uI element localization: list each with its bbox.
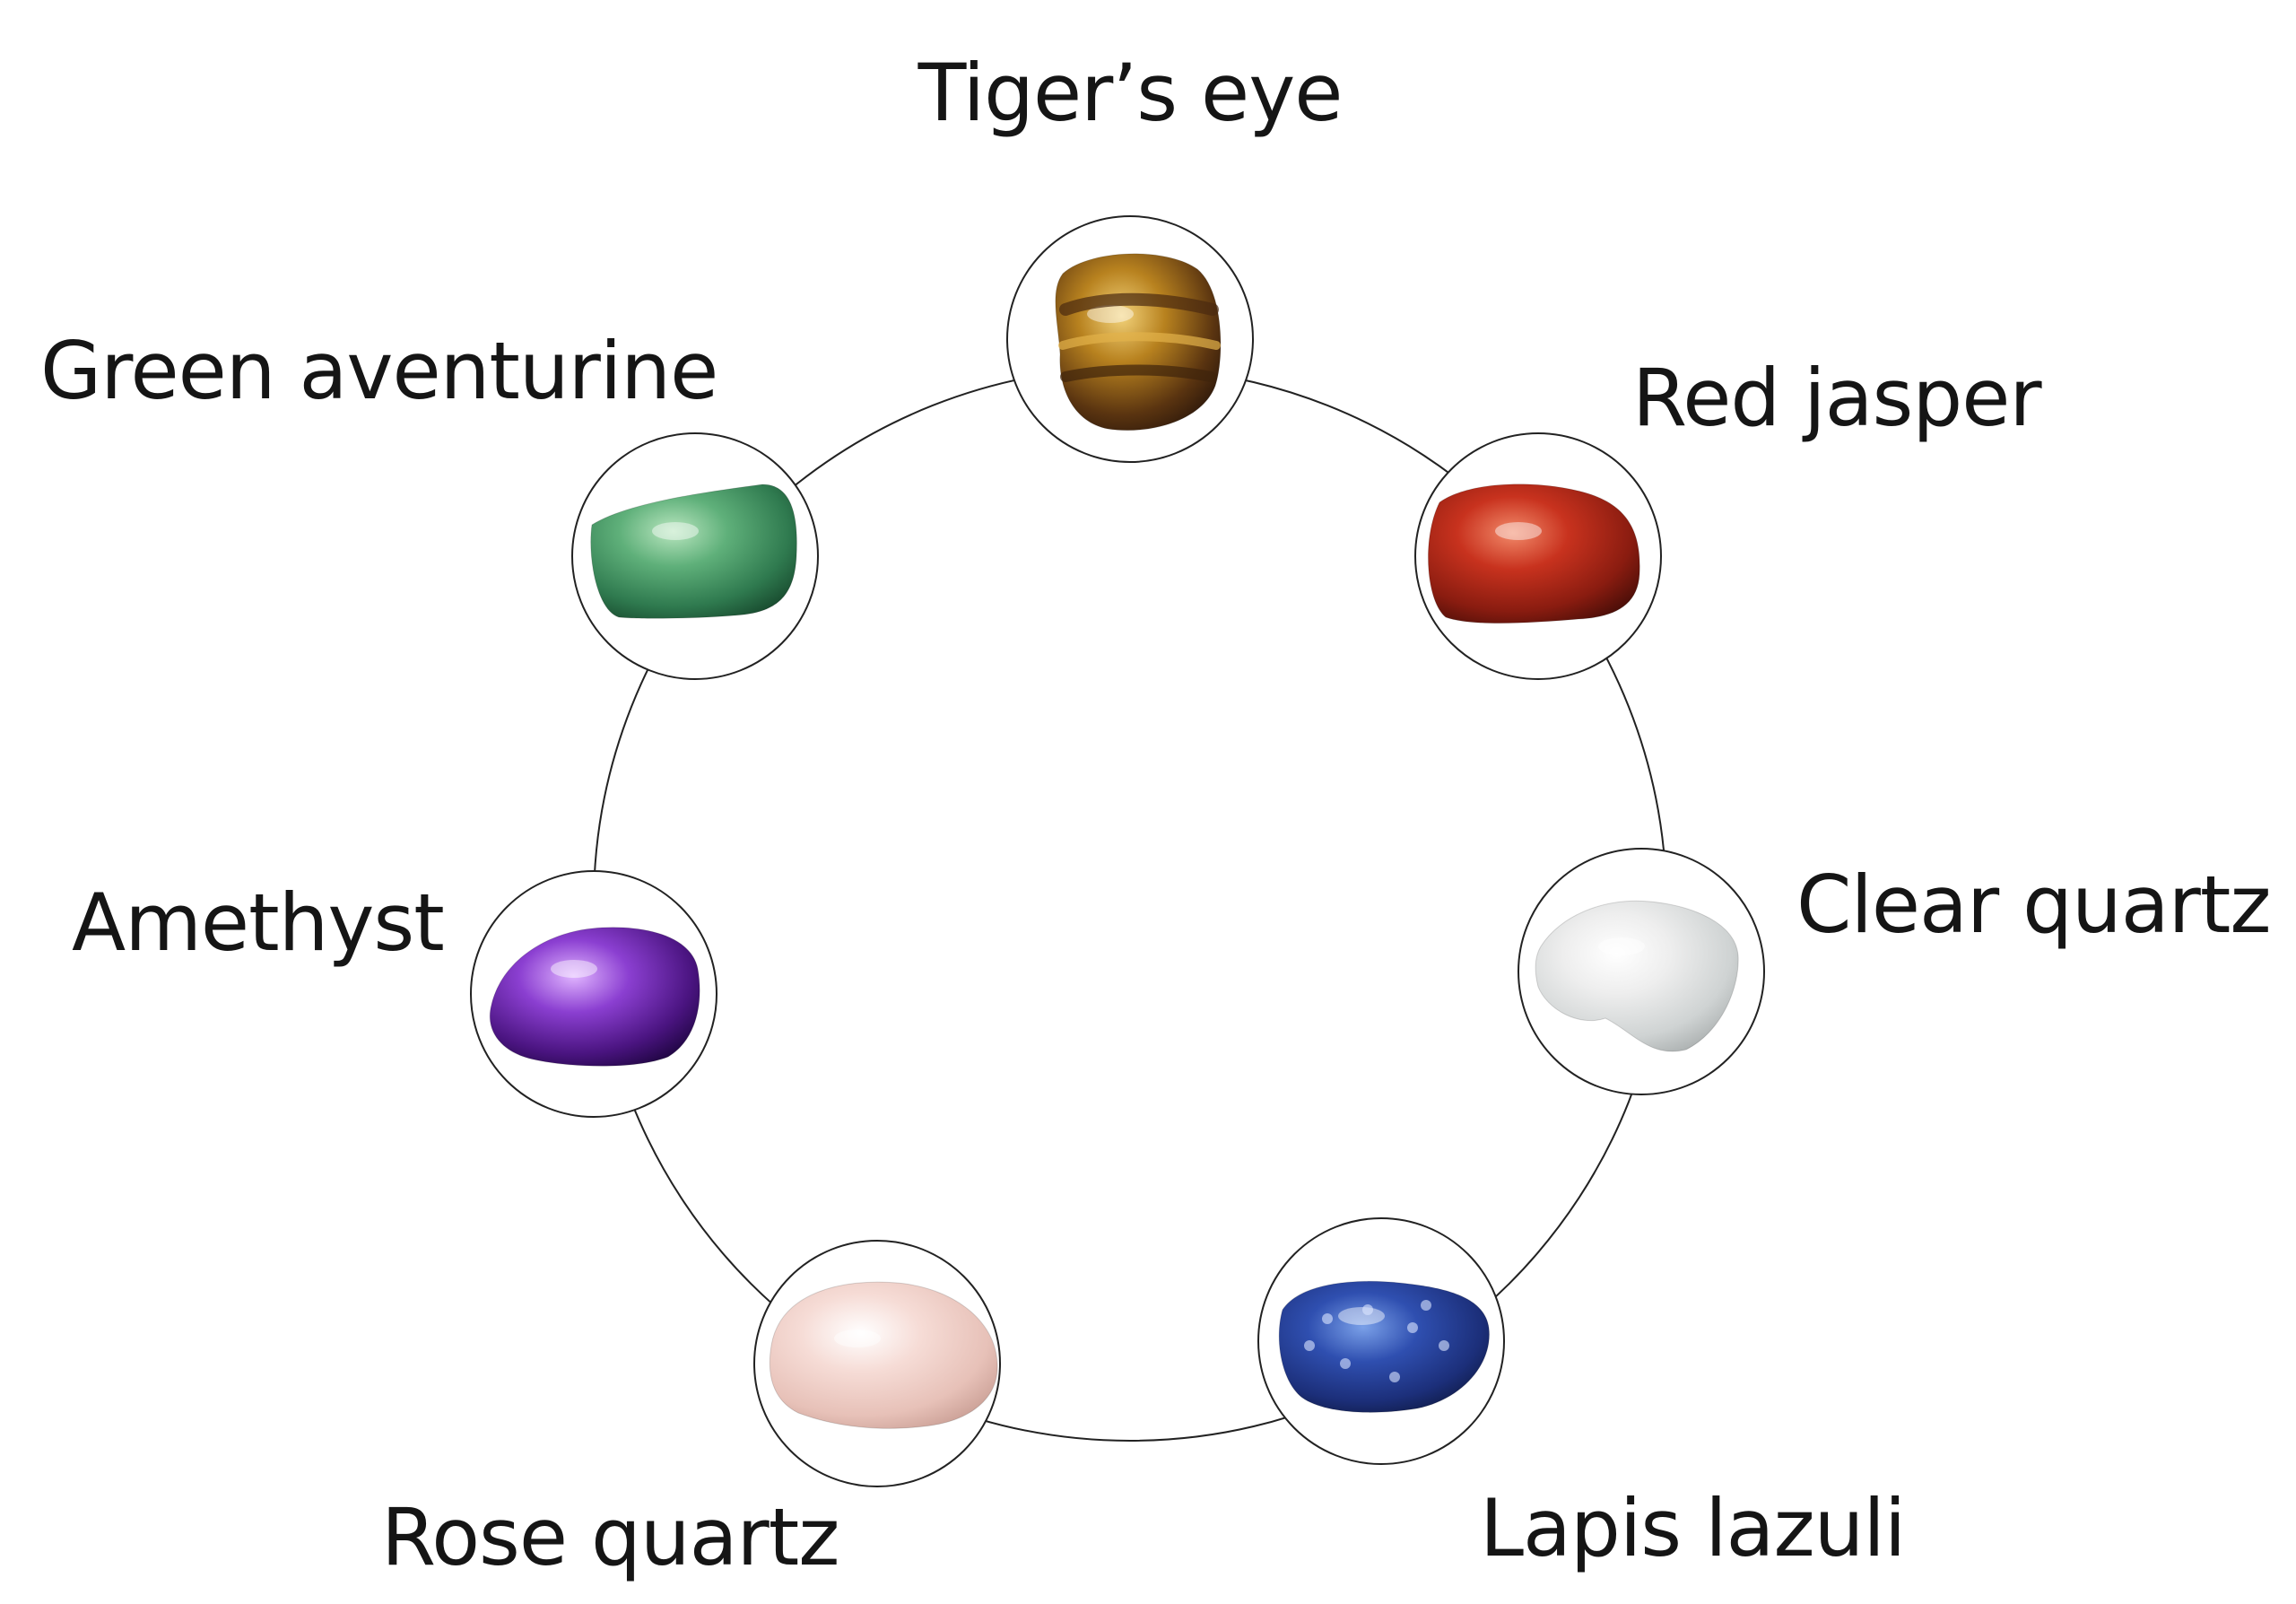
- lapis-fleck: [1362, 1304, 1373, 1315]
- stone-image-clear-quartz: [1535, 900, 1739, 1052]
- stone-highlight-tigers-eye: [1087, 305, 1134, 323]
- stone-image-lapis-lazuli: [1278, 1280, 1490, 1413]
- lapis-fleck: [1322, 1313, 1333, 1324]
- lapis-fleck: [1304, 1340, 1315, 1351]
- label-clear-quartz: Clear quartz: [1796, 859, 2272, 951]
- stone-highlight-amethyst: [551, 960, 597, 978]
- stone-image-green-aventurine: [590, 484, 797, 619]
- lapis-fleck: [1389, 1372, 1400, 1382]
- stone-highlight-clear-quartz: [1598, 937, 1645, 955]
- label-green-aventurine: Green aventurine: [40, 325, 718, 417]
- stone-highlight-rose-quartz: [834, 1329, 881, 1347]
- lapis-fleck: [1439, 1340, 1449, 1351]
- stone-highlight-red-jasper: [1495, 522, 1542, 540]
- stone-image-rose-quartz: [769, 1281, 998, 1429]
- stone-highlight-lapis-lazuli: [1338, 1307, 1385, 1325]
- label-red-jasper: Red jasper: [1632, 352, 2042, 444]
- lapis-fleck: [1340, 1358, 1351, 1369]
- tigers-eye-band-3: [1060, 364, 1216, 382]
- stone-image-red-jasper: [1427, 484, 1640, 624]
- stone-node-green-aventurine: [571, 432, 819, 680]
- tigers-eye-band-1: [1059, 292, 1219, 316]
- stone-node-amethyst: [470, 870, 718, 1118]
- stone-node-red-jasper: [1414, 432, 1662, 680]
- stone-image-amethyst: [489, 927, 700, 1067]
- tigers-eye-band-2: [1058, 332, 1221, 350]
- stone-highlight-green-aventurine: [652, 522, 699, 540]
- label-lapis-lazuli: Lapis lazuli: [1480, 1482, 1906, 1574]
- label-tigers-eye: Tiger’s eye: [918, 47, 1344, 139]
- lapis-fleck: [1421, 1300, 1431, 1311]
- label-amethyst: Amethyst: [72, 876, 445, 969]
- lapis-fleck: [1407, 1322, 1418, 1333]
- label-rose-quartz: Rose quartz: [381, 1491, 839, 1583]
- stone-node-rose-quartz: [753, 1240, 1001, 1487]
- stone-node-clear-quartz: [1518, 848, 1765, 1095]
- stone-node-lapis-lazuli: [1257, 1217, 1505, 1465]
